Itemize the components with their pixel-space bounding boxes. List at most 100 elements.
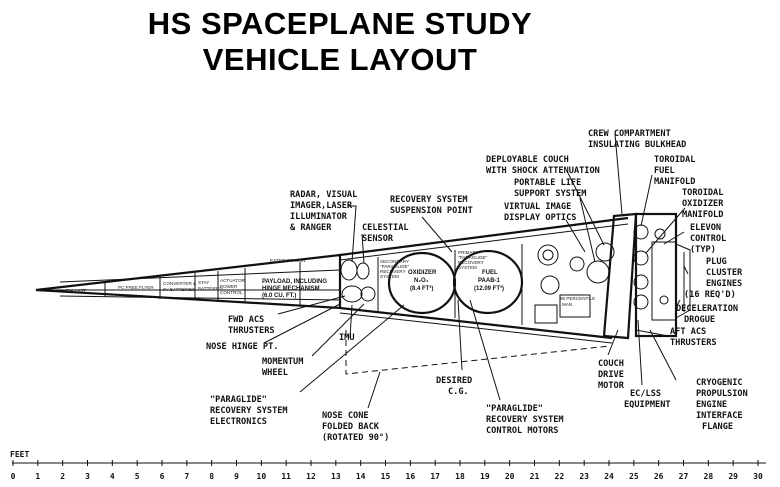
recovery-point-label-2: SUSPENSION POINT: [390, 206, 473, 216]
scale-tick-label: 29: [728, 472, 738, 481]
payload-text-1: PAYLOAD, INCLUDING: [262, 279, 327, 285]
paraglide-motors-label-1: "PARAGLIDE": [486, 404, 543, 414]
virtual-image-label-1: VIRTUAL IMAGE: [504, 202, 571, 212]
crew-compartment-label-1: CREW COMPARTMENT: [588, 129, 671, 139]
nose-hinge-label: NOSE HINGE PT.: [206, 342, 278, 352]
toroidal-oxidizer-label-2: OXIDIZER: [682, 199, 724, 209]
toroidal-oxidizer-label-1: TOROIDAL: [682, 188, 723, 198]
paraglide-motors-label-3: CONTROL MOTORS: [486, 426, 558, 436]
secondary-text-3: RECOVERY: [380, 269, 406, 274]
celestial-label-1: CELESTIAL: [362, 223, 409, 233]
scale-tick-label: 20: [505, 472, 515, 481]
ballast-text: BALLAST: [66, 288, 86, 293]
oxidizer-text-2: N₂O₄: [414, 278, 429, 284]
secondary-text-1: SECONDARY: [380, 259, 409, 264]
payload-text-2: HINGE MECHANISM: [262, 286, 320, 292]
portable-life-label-2: SUPPORT SYSTEM: [514, 189, 586, 199]
scale-tick-label: 8: [209, 472, 214, 481]
couch-drive-label-3: MOTOR: [598, 381, 625, 391]
scale-tick-label: 26: [654, 472, 664, 481]
cryogenic-label-2: PROPULSION: [696, 389, 748, 399]
scale-tick-label: 7: [184, 472, 189, 481]
scale-tick-label: 10: [257, 472, 267, 481]
scale-tick-label: 14: [356, 472, 366, 481]
scale-tick-label: 12: [306, 472, 316, 481]
plug-cluster-label-1: PLUG: [706, 257, 727, 267]
toroidal-oxidizer-label-3: MANIFOLD: [682, 210, 723, 220]
nose-cone-label-1: NOSE CONE: [322, 411, 369, 421]
primary-text-3: RECOVERY: [458, 260, 484, 265]
payload-text-3: (6.0 CU. FT.): [262, 293, 296, 299]
title-line-2: VEHICLE LAYOUT: [202, 42, 478, 77]
desired-cg-label-2: C.G.: [448, 387, 469, 397]
scale-tick-label: 18: [455, 472, 465, 481]
leader-lines: [263, 133, 689, 409]
aft-acs-label-2: THRUSTERS: [670, 338, 717, 348]
scale-tick-label: 1: [35, 472, 40, 481]
pc-free-flyer-text: PC FREE FLYER: [118, 285, 154, 290]
oxidizer-text-3: (8.4 FT³): [410, 285, 433, 292]
crew-compartment-label-2: INSULATING BULKHEAD: [588, 140, 686, 150]
nose-cone-label-2: FOLDED BACK: [322, 422, 380, 432]
scale-tick-label: 21: [530, 472, 540, 481]
cryogenic-label-3: ENGINE: [696, 400, 727, 410]
scale-tick-label: 23: [579, 472, 589, 481]
imu-label: IMU: [339, 333, 355, 343]
radar-label-1: RADAR, VISUAL: [290, 190, 357, 200]
exterior-skin-text: EXTERIOR SKIN: [270, 258, 305, 263]
cryogenic-label-4: INTERFACE: [696, 411, 743, 421]
paraglide-motors-label-2: RECOVERY SYSTEM: [486, 415, 564, 425]
couch-drive-label-2: DRIVE: [598, 370, 624, 380]
scale-tick-label: 15: [381, 472, 391, 481]
recovery-point-label-1: RECOVERY SYSTEM: [390, 195, 468, 205]
nose-cone-outline: [35, 253, 342, 310]
actuator-text-3: CONTROL: [220, 290, 243, 295]
desired-cg-label-1: DESIRED: [436, 376, 472, 386]
radar-label-3: ILLUMINATOR: [290, 212, 348, 222]
toroidal-fuel-label-2: FUEL: [654, 166, 675, 176]
scale-tick-label: 13: [331, 472, 341, 481]
cryogenic-label-5: FLANGE: [702, 422, 733, 432]
fwd-acs-label-1: FWD ACS: [228, 315, 264, 325]
stay-batteries-text-1: STAY: [198, 280, 209, 285]
scale-tick-label: 30: [753, 472, 763, 481]
scale-tick-label: 2: [60, 472, 65, 481]
scale-unit-label: FEET: [10, 450, 29, 459]
internal-text: BALLAST PC FREE FLYER CONVERTER & 9V BAT…: [66, 250, 595, 307]
secondary-text-2: "PARAGLIDE": [380, 264, 410, 269]
scale-tick-label: 4: [110, 472, 115, 481]
scale-tick-label: 25: [629, 472, 639, 481]
toroidal-fuel-label-1: TOROIDAL: [654, 155, 695, 165]
elevon-label-1: ELEVON: [690, 223, 721, 233]
actuator-text-2: POWER: [220, 284, 238, 289]
deceleration-label-1: DECELERATION: [676, 304, 738, 314]
plug-cluster-label-2: CLUSTER: [706, 268, 743, 278]
deployable-couch-label-2: WITH SHOCK ATTENUATION: [486, 166, 600, 176]
primary-text-1: PRIMARY: [458, 250, 479, 255]
secondary-text-4: SYSTEM: [380, 274, 399, 279]
elevon-label-3: (TYP): [690, 245, 716, 255]
oxidizer-text-1: OXIDIZER: [408, 270, 437, 276]
fuel-text-3: (12.09 FT³): [474, 285, 504, 292]
converter-text-1: CONVERTER &: [163, 281, 196, 286]
cryogenic-label-1: CRYOGENIC: [696, 378, 743, 388]
scale-tick-label: 28: [704, 472, 714, 481]
callout-labels: RADAR, VISUAL IMAGER,LASER ILLUMINATOR &…: [206, 129, 748, 443]
virtual-image-label-2: DISPLAY OPTICS: [504, 213, 576, 223]
radar-label-2: IMAGER,LASER: [290, 201, 353, 211]
radar-label-4: & RANGER: [290, 223, 332, 233]
portable-life-label-1: PORTABLE LIFE: [514, 178, 581, 188]
fuel-text-1: FUEL: [482, 270, 498, 276]
plug-cluster-label-4: (16 REQ'D): [684, 290, 736, 300]
eclss-label-2: EQUIPMENT: [624, 400, 671, 410]
fuel-text-2: PAAB-1: [478, 278, 501, 284]
eclss-label-1: EC/LSS: [630, 389, 661, 399]
actuator-text-1: ACTUATOR: [220, 278, 246, 283]
title-line-1: HS SPACEPLANE STUDY: [147, 6, 533, 41]
scale-tick-label: 5: [135, 472, 140, 481]
fwd-acs-label-2: THRUSTERS: [228, 326, 275, 336]
scale-tick-label: 19: [480, 472, 490, 481]
scale-tick-label: 3: [85, 472, 90, 481]
